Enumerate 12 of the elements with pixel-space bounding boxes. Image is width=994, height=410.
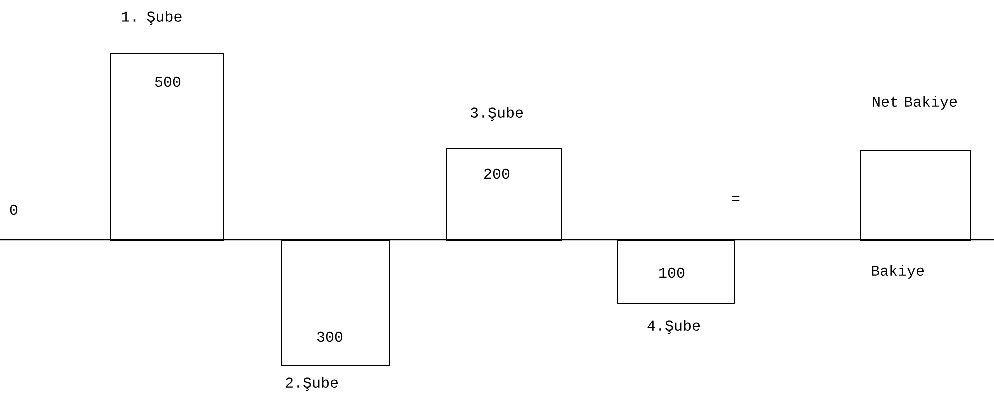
bar-label: 4.Şube: [648, 320, 700, 334]
value-label: 300: [317, 332, 343, 342]
axis-label: 0: [10, 204, 18, 216]
equals-sign: =: [732, 196, 740, 202]
bar-label: Net Bakiye: [873, 96, 957, 110]
bar-label: 2.Şube: [286, 376, 338, 392]
value-label: 100: [660, 268, 685, 278]
value-label: 200: [484, 168, 510, 180]
bar-label: 1. Şube: [122, 10, 182, 26]
bar-label: 3.Şube: [470, 106, 524, 122]
bar-label: Bakiye: [872, 265, 924, 279]
value-label: 500: [155, 76, 181, 88]
